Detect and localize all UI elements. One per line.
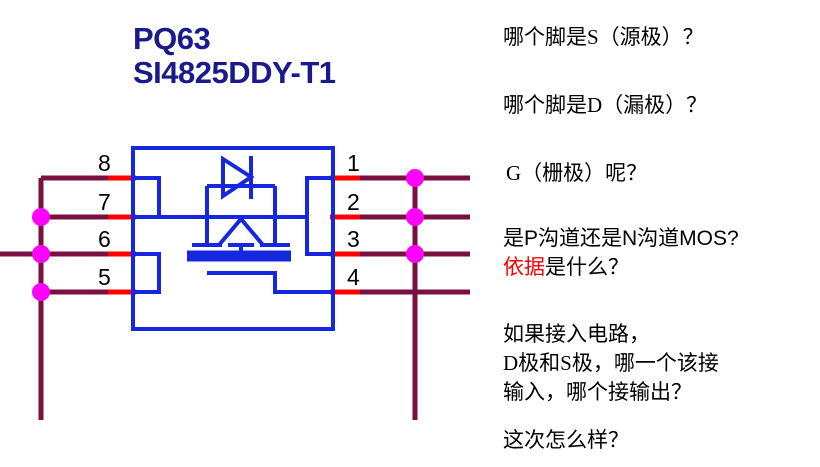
mosfet-schematic	[0, 146, 470, 420]
left-net-bus	[0, 175, 113, 420]
question-line-2: 哪个脚是D（漏极）？	[503, 93, 708, 117]
junction-dot-right-pin2	[406, 208, 424, 226]
pin-number-7: 7	[98, 189, 111, 215]
gate-lead	[207, 271, 333, 294]
pin-number-5: 5	[98, 264, 111, 290]
body-diode-triangle	[221, 155, 255, 200]
body-arrow	[217, 215, 265, 247]
question-list: 哪个脚是S（源极）？ 哪个脚是D（漏极）？ G（栅极）呢？ 是P沟道还是N沟道M…	[503, 0, 820, 467]
question-line-3: G（栅极）呢？	[506, 161, 648, 185]
pin-number-4: 4	[347, 264, 360, 290]
question-line-4: 是P沟道还是N沟道MOS?	[503, 227, 739, 250]
pin-number-3: 3	[347, 226, 360, 252]
bridge-pin6-pin5	[133, 252, 161, 294]
pin-number-8: 8	[98, 150, 111, 176]
question-line-9: 这次怎么样？	[503, 428, 629, 452]
pin-number-2: 2	[347, 189, 360, 215]
junction-dot-left-pin7	[32, 208, 50, 226]
component-body-outline	[131, 146, 335, 331]
part-number: SI4825DDY-T1	[133, 55, 336, 90]
pin-number-6: 6	[98, 226, 111, 252]
bridge-pin8-pin7	[133, 176, 161, 219]
junction-dot-right-pin1	[406, 169, 424, 187]
part-designator: PQ63	[133, 21, 211, 56]
junction-dot-left-pin5	[32, 283, 50, 301]
bridge-pin1-pin2-pin3	[305, 176, 333, 256]
junction-dot-left-pin6	[32, 245, 50, 263]
mosfet-symbol	[159, 155, 333, 294]
pin-number-1: 1	[347, 150, 360, 176]
question-line-8: 输入，哪个接输出？	[503, 380, 692, 404]
part-label: PQ63 SI4825DDY-T1	[133, 22, 336, 90]
junction-dot-right-pin3	[406, 245, 424, 263]
question-line-1: 哪个脚是S（源极）？	[503, 25, 704, 49]
question-line-7: D极和S极，哪一个该接	[503, 351, 719, 375]
junction-dots	[32, 169, 424, 301]
question-line-5-emphasis: 依据	[503, 255, 545, 279]
question-line-5-rest: 是什么？	[545, 255, 629, 279]
question-line-5: 依据是什么？	[503, 255, 629, 280]
question-line-6: 如果接入电路，	[503, 322, 650, 346]
